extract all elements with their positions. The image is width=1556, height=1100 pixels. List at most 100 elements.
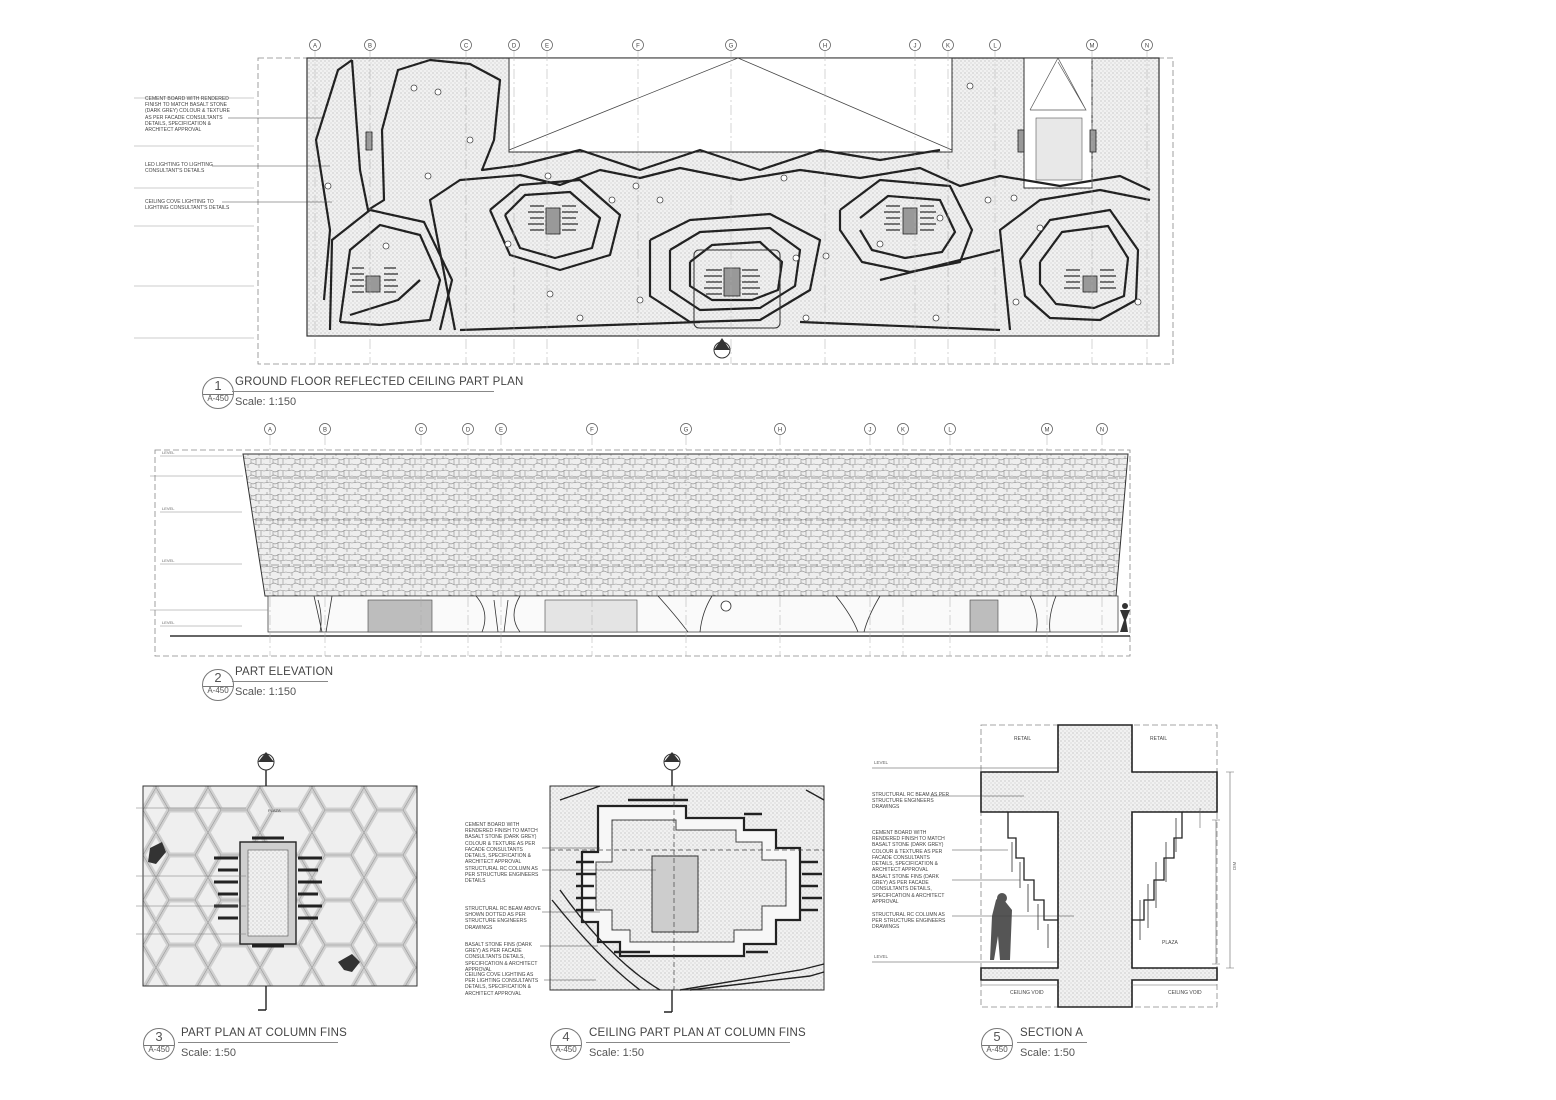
grid-label-k: K: [901, 427, 905, 433]
section-label-retail-right: RETAIL: [1150, 736, 1168, 742]
grid-bubble-a: [309, 39, 321, 51]
grid-bubble-e: [541, 39, 553, 51]
view-3-scale: Scale: 1:50: [181, 1047, 237, 1059]
grid-label-h: H: [823, 43, 827, 49]
grid-bubble-d: [508, 39, 520, 51]
section-note-rc-beam: STRUCTURAL RC BEAM AS PER STRUCTURE ENGI…: [872, 792, 950, 811]
grid-bubble-k: [942, 39, 954, 51]
grid-label-g: G: [684, 427, 689, 433]
section-label-retail-left: RETAIL: [1014, 736, 1032, 742]
section-label-ceiling-void-right: CEILING VOID: [1168, 990, 1202, 996]
grid-label-l: L: [948, 427, 952, 433]
grid-label-d: D: [512, 43, 517, 49]
ceiling-note-cement-board: CEMENT BOARD WITH RENDERED FINISH TO MAT…: [465, 822, 538, 866]
view-5-scale: Scale: 1:50: [1020, 1047, 1076, 1059]
grid-bubble-h: [774, 423, 786, 435]
plaza-label: PLAZA: [268, 808, 281, 813]
grid-label-c: C: [419, 427, 424, 433]
svg-text:LEVEL: LEVEL: [162, 558, 175, 563]
grid-bubble-a: [264, 423, 276, 435]
view-5-title: SECTION A: [1020, 1027, 1084, 1039]
grid-bubble-d: [462, 423, 474, 435]
grid-bubble-c: [415, 423, 427, 435]
grid-label-f: F: [590, 427, 594, 433]
section-a-view: LEVEL LEVEL DIM: [872, 724, 1237, 1008]
plan-note-led-lighting: LED LIGHTING TO LIGHTING CONSULTANT'S DE…: [145, 162, 213, 175]
grid-label-n: N: [1145, 43, 1149, 49]
grid-bubble-j: [864, 423, 876, 435]
ceiling-fins-plan-view: [540, 752, 825, 1013]
ceiling-note-rc-beam: STRUCTURAL RC BEAM ABOVE SHOWN DOTTED AS…: [465, 906, 541, 931]
grid-label-j: J: [869, 427, 872, 433]
grid-label-l: L: [993, 43, 997, 49]
view-3-title: PART PLAN AT COLUMN FINS: [181, 1027, 348, 1039]
grid-bubble-k: [897, 423, 909, 435]
grid-bubble-f: [586, 423, 598, 435]
grid-label-j: J: [914, 43, 917, 49]
grid-label-g: G: [729, 43, 734, 49]
grid-label-a: A: [313, 43, 317, 49]
section-note-basalt-fins: BASALT STONE FINS (DARK GREY) AS PER FAC…: [872, 874, 945, 905]
grid-bubble-b: [319, 423, 331, 435]
grid-label-e: E: [545, 43, 549, 49]
section-note-rc-column: STRUCTURAL RC COLUMN AS PER STRUCTURE EN…: [872, 912, 946, 931]
view-4-title: CEILING PART PLAN AT COLUMN FINS: [589, 1027, 806, 1039]
grid-bubble-e: [495, 423, 507, 435]
grid-label-k: K: [946, 43, 950, 49]
svg-text:LEVEL: LEVEL: [162, 620, 175, 625]
grid-bubble-c: [460, 39, 472, 51]
section-note-cement-board: CEMENT BOARD WITH RENDERED FINISH TO MAT…: [872, 830, 945, 874]
grid-bubble-m: [1041, 423, 1053, 435]
grid-label-e: E: [499, 427, 503, 433]
grid-label-b: B: [368, 43, 372, 49]
grid-bubble-l: [944, 423, 956, 435]
grid-bubble-m: [1086, 39, 1098, 51]
view-2-scale: Scale: 1:150: [235, 686, 297, 698]
ceiling-note-cove-lighting: CEILING COVE LIGHTING AS PER LIGHTING CO…: [465, 972, 539, 997]
section-label-ceiling-void-left: CEILING VOID: [1010, 990, 1044, 996]
grid-label-d: D: [466, 427, 471, 433]
grid-bubble-g: [680, 423, 692, 435]
view-1-title: GROUND FLOOR REFLECTED CEILING PART PLAN: [235, 376, 524, 388]
grid-bubble-n: [1096, 423, 1108, 435]
ceiling-plan-view: [134, 57, 1174, 365]
grid-label-c: C: [464, 43, 469, 49]
plan-note-cement-board: CEMENT BOARD WITH RENDERED FINISH TO MAT…: [145, 96, 230, 134]
grid-label-m: M: [1045, 427, 1050, 433]
grid-label-a: A: [268, 427, 272, 433]
grid-label-m: M: [1090, 43, 1095, 49]
section-label-plaza: PLAZA: [1162, 940, 1178, 946]
grid-bubble-g: [725, 39, 737, 51]
grid-bubble-f: [632, 39, 644, 51]
elevation-view: LEVEL LEVEL LEVEL LEVEL: [150, 449, 1131, 657]
view-2-title: PART ELEVATION: [235, 666, 334, 678]
grid-bubble-n: [1141, 39, 1153, 51]
svg-text:LEVEL: LEVEL: [874, 760, 889, 765]
ceiling-note-rc-column: STRUCTURAL RC COLUMN AS PER STRUCTURE EN…: [465, 866, 539, 885]
grid-bubble-j: [909, 39, 921, 51]
grid-bubble-b: [364, 39, 376, 51]
grid-bubble-l: [989, 39, 1001, 51]
svg-text:LEVEL: LEVEL: [874, 954, 889, 959]
view-4-scale: Scale: 1:50: [589, 1047, 645, 1059]
plan-note-cove-lighting: CEILING COVE LIGHTING TO LIGHTING CONSUL…: [145, 199, 230, 212]
column-fins-plan-view: [136, 752, 418, 1011]
grid-label-f: F: [636, 43, 640, 49]
svg-text:LEVEL: LEVEL: [162, 450, 175, 455]
grid-label-b: B: [323, 427, 327, 433]
grid-bubble-h: [819, 39, 831, 51]
svg-text:DIM: DIM: [1232, 862, 1237, 871]
svg-text:LEVEL: LEVEL: [162, 506, 175, 511]
view-1-scale: Scale: 1:150: [235, 396, 297, 408]
grid-label-n: N: [1100, 427, 1104, 433]
grid-label-h: H: [778, 427, 782, 433]
ceiling-note-basalt-fins: BASALT STONE FINS (DARK GREY) AS PER FAC…: [465, 942, 538, 973]
